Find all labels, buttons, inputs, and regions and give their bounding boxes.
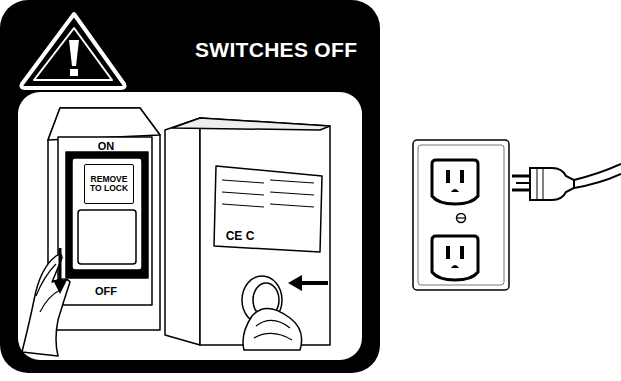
warning-panel: SWITCHES OFF REMOVE TO LOCK [0, 0, 380, 373]
switch-position: OFF [95, 285, 117, 297]
tag-text: REMOVE TO LOCK [85, 172, 133, 197]
switch-position: ON [98, 140, 115, 152]
panel-heading: SWITCHES OFF [195, 38, 357, 61]
switch-lock-tag: REMOVE TO LOCK [84, 164, 134, 204]
rating-plate-mark: CE C [226, 229, 255, 243]
